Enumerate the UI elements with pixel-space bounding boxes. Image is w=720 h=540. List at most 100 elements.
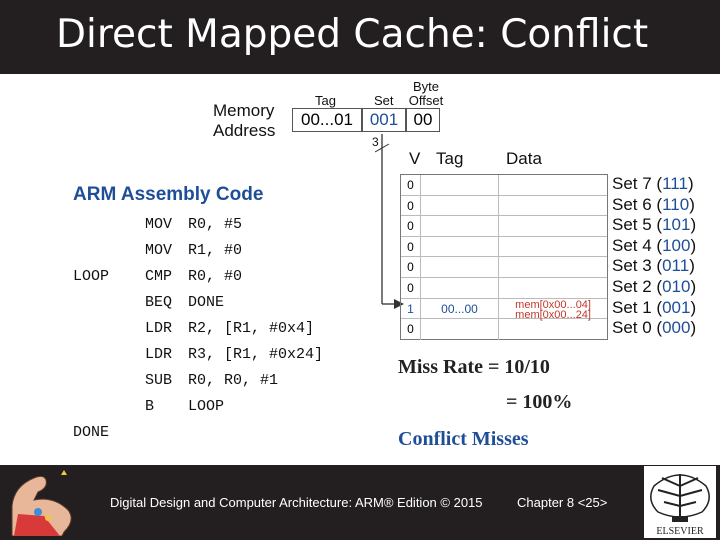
code-op: MOV (145, 216, 173, 233)
cache-row-set0: 0 (401, 319, 607, 340)
code-block: MOV R0, #5 MOV R1, #0 LOOP CMP R0, #0 BEQ DON… (73, 216, 373, 446)
data-cell (499, 196, 607, 217)
code-op: B (145, 398, 155, 415)
tag-cell (421, 278, 499, 299)
set-bits: 111 (662, 174, 688, 193)
valid-bit: 0 (401, 236, 421, 258)
address-label: Address (213, 121, 276, 140)
set-bits: 011 (662, 256, 690, 276)
elsevier-logo: ELSEVIER (644, 466, 716, 538)
offset-label: Offset (408, 93, 444, 108)
code-args: R1, #0 (188, 242, 243, 259)
code-op: LDR (145, 320, 173, 337)
cache-row-set4: 0 (401, 236, 607, 258)
set-name: Set 4 (612, 235, 652, 255)
set-bits: 101 (662, 215, 691, 235)
set-name: Set 2 (612, 277, 652, 296)
mem-data-24: mem[0x00...24] (515, 308, 591, 321)
valid-bit: 0 (401, 195, 421, 217)
data-cell (499, 237, 607, 258)
arm-flex-icon (11, 470, 72, 536)
slide-title: Direct Mapped Cache: Conflict (56, 12, 649, 57)
set-name: Set 0 (612, 318, 652, 338)
code-args: R0, R0, #1 (188, 372, 279, 389)
set-bits: 000 (662, 318, 691, 338)
set-bits: 001 (662, 297, 691, 317)
set-label-3: Set 3 (011) (612, 256, 695, 276)
conflict-misses-label: Conflict Misses (398, 428, 529, 450)
set-label-4: Set 4 (100) (612, 235, 697, 255)
footer-chapter: Chapter 8 <25> (517, 495, 608, 510)
footer-book-title: Digital Design and Computer Architecture… (110, 495, 483, 510)
set-label-5: Set 5 (101) (612, 215, 697, 235)
code-op: BEQ (145, 294, 173, 311)
data-cell (499, 319, 607, 340)
byte-label: Byte (412, 79, 439, 94)
valid-bit: 0 (401, 216, 421, 237)
cache-table: 0 0 0 0 0 0 1 00...00 mem[0x00...04] mem… (400, 174, 608, 340)
valid-bit: 0 (401, 175, 421, 196)
address-tag-field: 00...01 (292, 108, 362, 132)
cache-row-set2: 0 (401, 278, 607, 299)
tag-cell (421, 236, 499, 258)
title-bar: Direct Mapped Cache: Conflict (0, 0, 720, 74)
set-bits: 010 (662, 277, 691, 296)
footer-bar: Digital Design and Computer Architecture… (0, 465, 720, 540)
code-op: LDR (145, 346, 173, 363)
set-bits-label: 3 (372, 135, 379, 149)
valid-bit: 0 (401, 319, 421, 340)
set-name: Set 3 (612, 256, 652, 276)
set-label-1: Set 1 (001) (612, 297, 697, 317)
miss-rate-line1: Miss Rate = 10/10 (398, 356, 550, 378)
data-cell (499, 216, 607, 237)
tag-cell: 00...00 (421, 298, 499, 320)
code-args: R0, #0 (188, 268, 243, 285)
set-label-0: Set 0 (000) (612, 318, 697, 338)
set-label-6: Set 6 (110) (612, 194, 695, 214)
cache-data-header: Data (506, 149, 542, 168)
address-offset-field: 00 (406, 108, 440, 132)
memory-label: Memory (213, 101, 275, 120)
code-args: R2, [R1, #0x4] (188, 320, 315, 337)
set-field-header: Set (374, 93, 394, 108)
tag-cell (421, 175, 499, 196)
mem-data-04: mem[0x00...04] (515, 298, 591, 311)
memory-address-label: Memory Address (213, 101, 275, 141)
data-cell: mem[0x00...04] mem[0x00...24] (499, 299, 607, 321)
cache-v-header: V (409, 149, 421, 168)
tag-cell (421, 257, 499, 278)
code-args: LOOP (188, 398, 225, 415)
code-args: DONE (188, 294, 225, 311)
code-args: R0, #5 (188, 216, 243, 233)
code-label: LOOP (73, 268, 110, 285)
cache-row-set7: 0 (401, 175, 607, 196)
set-name: Set 1 (612, 297, 652, 317)
cache-row-set1: 1 00...00 mem[0x00...04] mem[0x00...24] (401, 298, 607, 321)
tag-cell (421, 319, 499, 340)
byte-offset-header: Byte Offset (406, 80, 446, 108)
valid-bit: 0 (401, 257, 421, 278)
set-name: Set 6 (612, 194, 652, 214)
cache-row-set3: 0 (401, 257, 607, 278)
code-op: CMP (145, 268, 173, 285)
tag-field-header: Tag (315, 93, 336, 108)
valid-bit: 1 (401, 298, 421, 320)
code-op: SUB (145, 372, 173, 389)
set-label-2: Set 2 (010) (612, 277, 697, 296)
set-index-arrow (374, 134, 404, 309)
elsevier-wordmark: ELSEVIER (656, 526, 704, 537)
set-bits: 110 (662, 194, 690, 214)
set-label-7: Set 7 (111) (612, 174, 694, 193)
data-cell (499, 257, 607, 278)
tag-cell (421, 195, 499, 217)
cache-tag-header: Tag (436, 149, 464, 168)
code-op: MOV (145, 242, 173, 259)
set-bits: 100 (662, 235, 691, 255)
address-set-field: 001 (362, 108, 406, 132)
code-label: DONE (73, 424, 110, 441)
set-name: Set 7 (612, 174, 652, 193)
set-name: Set 5 (612, 215, 652, 235)
miss-rate-line2: = 100% (506, 391, 573, 413)
code-title: ARM Assembly Code (73, 184, 264, 205)
cache-row-set5: 0 (401, 216, 607, 237)
